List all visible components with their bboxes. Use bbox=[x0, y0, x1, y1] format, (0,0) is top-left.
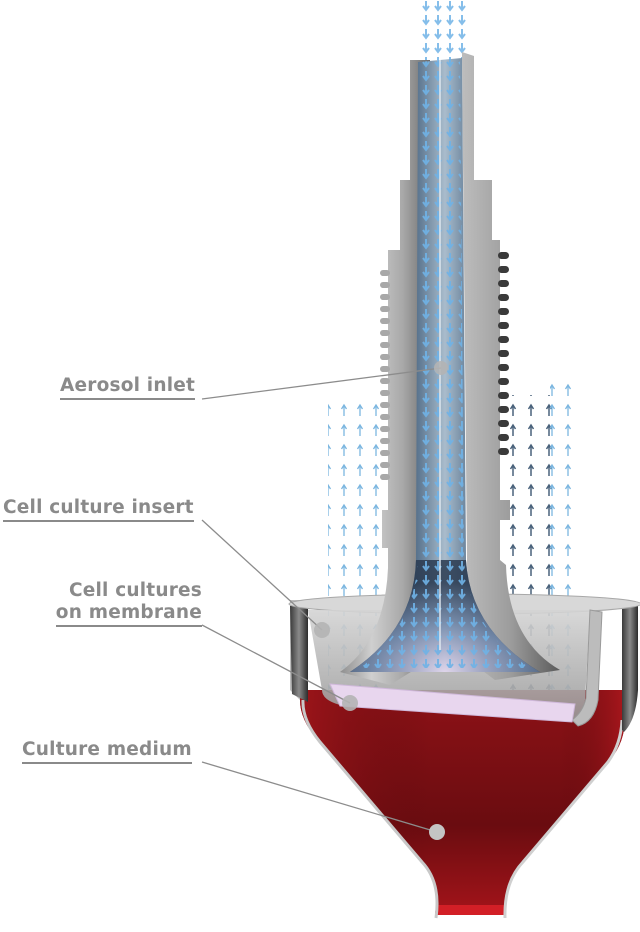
callout-aerosol-inlet bbox=[201, 361, 448, 400]
culture-medium-body bbox=[300, 690, 625, 919]
callout-dot-icon bbox=[429, 824, 445, 840]
label-cell-cultures-line1: Cell cultures bbox=[68, 580, 202, 601]
callout-culture-medium bbox=[201, 761, 445, 840]
callout-dot-icon bbox=[434, 361, 448, 375]
callout-dot-icon bbox=[342, 695, 358, 711]
membrane-cell-layer bbox=[329, 683, 576, 723]
incoming-aerosol-stream bbox=[418, 0, 466, 60]
label-aerosol-inlet: Aerosol inlet bbox=[60, 375, 196, 400]
label-cell-culture-insert: Cell culture insert bbox=[3, 497, 194, 522]
callout-cell-cultures bbox=[201, 624, 358, 711]
label-cell-cultures-line2: on membrane bbox=[55, 602, 202, 627]
callout-dot-icon bbox=[314, 622, 330, 638]
callout-cell-culture-insert bbox=[201, 519, 330, 638]
label-culture-medium: Culture medium bbox=[22, 739, 192, 764]
